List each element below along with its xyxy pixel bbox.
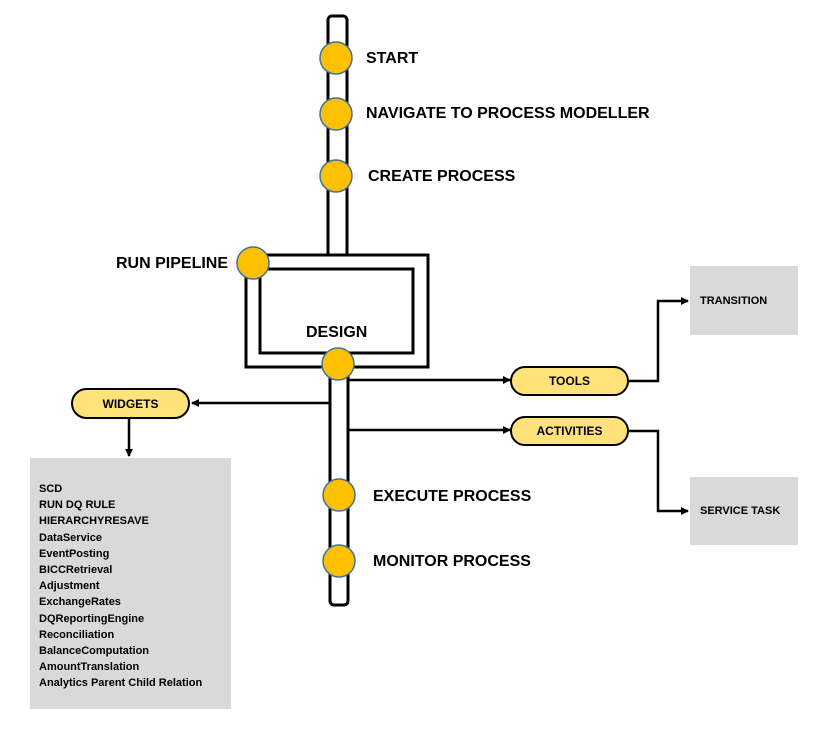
list-item: BalanceComputation [39, 644, 150, 657]
activities-pill [510, 416, 629, 446]
run-pipeline-label: RUN PIPELINE [116, 255, 229, 272]
list-item: SCD [39, 483, 63, 495]
design-loop-inner [258, 267, 415, 355]
activities-label: ACTIVITIES [536, 424, 603, 438]
design-label: DESIGN [306, 324, 368, 341]
list-item: RUN DQ RULE [39, 499, 116, 512]
list-item: DQReportingEngine [39, 612, 145, 625]
list-item: BICCRetrieval [39, 563, 113, 576]
tools-label: TOOLS [548, 374, 591, 388]
list-item: Analytics Parent Child Relation [39, 677, 203, 690]
run-pipeline-node [236, 246, 270, 280]
tools-to-transition-connector [629, 297, 689, 383]
create-node [319, 159, 353, 193]
monitor-label: MONITOR PROCESS [373, 553, 531, 570]
navigate-node [319, 97, 353, 131]
list-item: EventPosting [39, 547, 110, 560]
service-task-label: SERVICE TASK [700, 505, 781, 517]
execute-node [322, 478, 356, 512]
transition-label: TRANSITION [700, 295, 768, 307]
list-item: DataService [39, 531, 102, 544]
widgets-list-box [30, 458, 231, 709]
list-item: ExchangeRates [39, 596, 121, 609]
activities-to-service-task-connector [629, 429, 689, 515]
start-label: START [366, 50, 419, 67]
execute-label: EXECUTE PROCESS [373, 488, 532, 505]
design-node [321, 347, 355, 381]
service-task-box [690, 477, 798, 545]
widgets-label: WIDGETS [102, 397, 159, 411]
navigate-label: NAVIGATE TO PROCESS MODELLER [366, 105, 650, 122]
widgets-list: SCD RUN DQ RULE HIERARCHYRESAVE DataServ… [39, 481, 202, 691]
list-item: HIERARCHYRESAVE [39, 515, 149, 528]
list-item: Adjustment [39, 580, 100, 593]
create-label: CREATE PROCESS [368, 168, 516, 185]
tools-pill [510, 366, 629, 396]
list-item: AmountTranslation [39, 661, 140, 674]
widgets-pill [71, 388, 190, 419]
start-node [319, 41, 353, 75]
monitor-node [322, 544, 356, 578]
list-item: Reconciliation [39, 628, 115, 641]
transition-box [690, 266, 798, 335]
